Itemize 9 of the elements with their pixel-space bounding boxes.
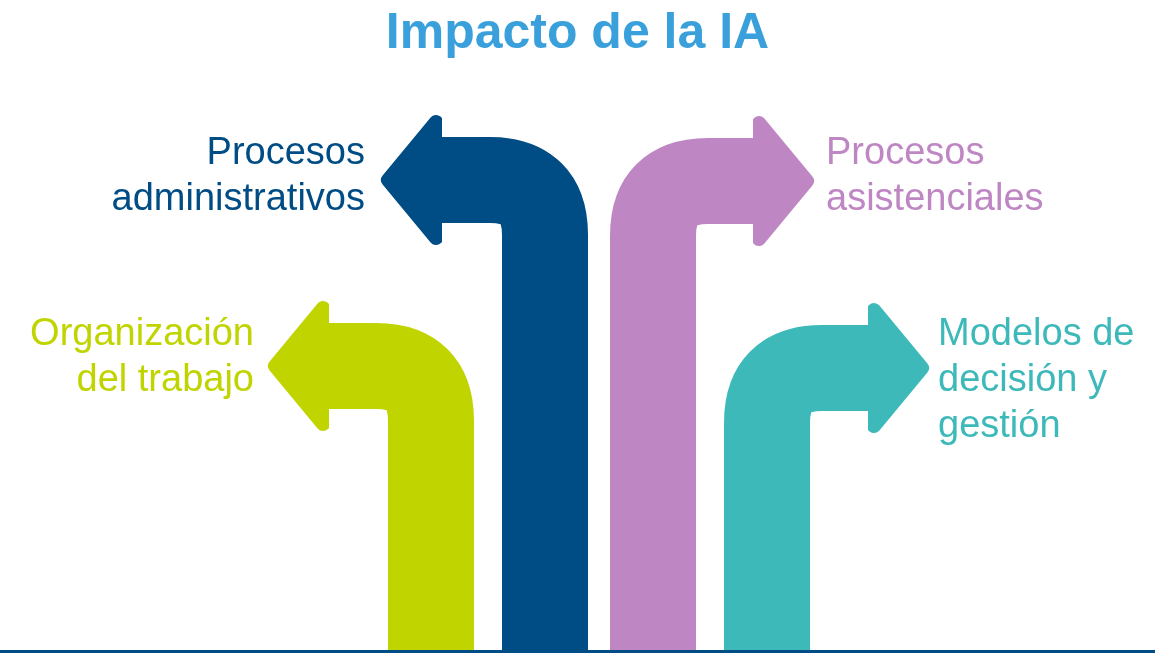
title: Impacto de la IA — [384, 2, 771, 60]
bent-arrow — [381, 115, 588, 653]
category-label: Modelos de decisión y gestión — [938, 310, 1136, 447]
bent-arrow — [724, 303, 929, 653]
bent-arrow — [268, 301, 474, 653]
category-label: Procesos asistenciales — [826, 129, 1045, 220]
category-label: Procesos administrativos — [110, 129, 365, 220]
category-label: Organización del trabajo — [29, 310, 254, 401]
bent-arrow — [610, 116, 814, 653]
